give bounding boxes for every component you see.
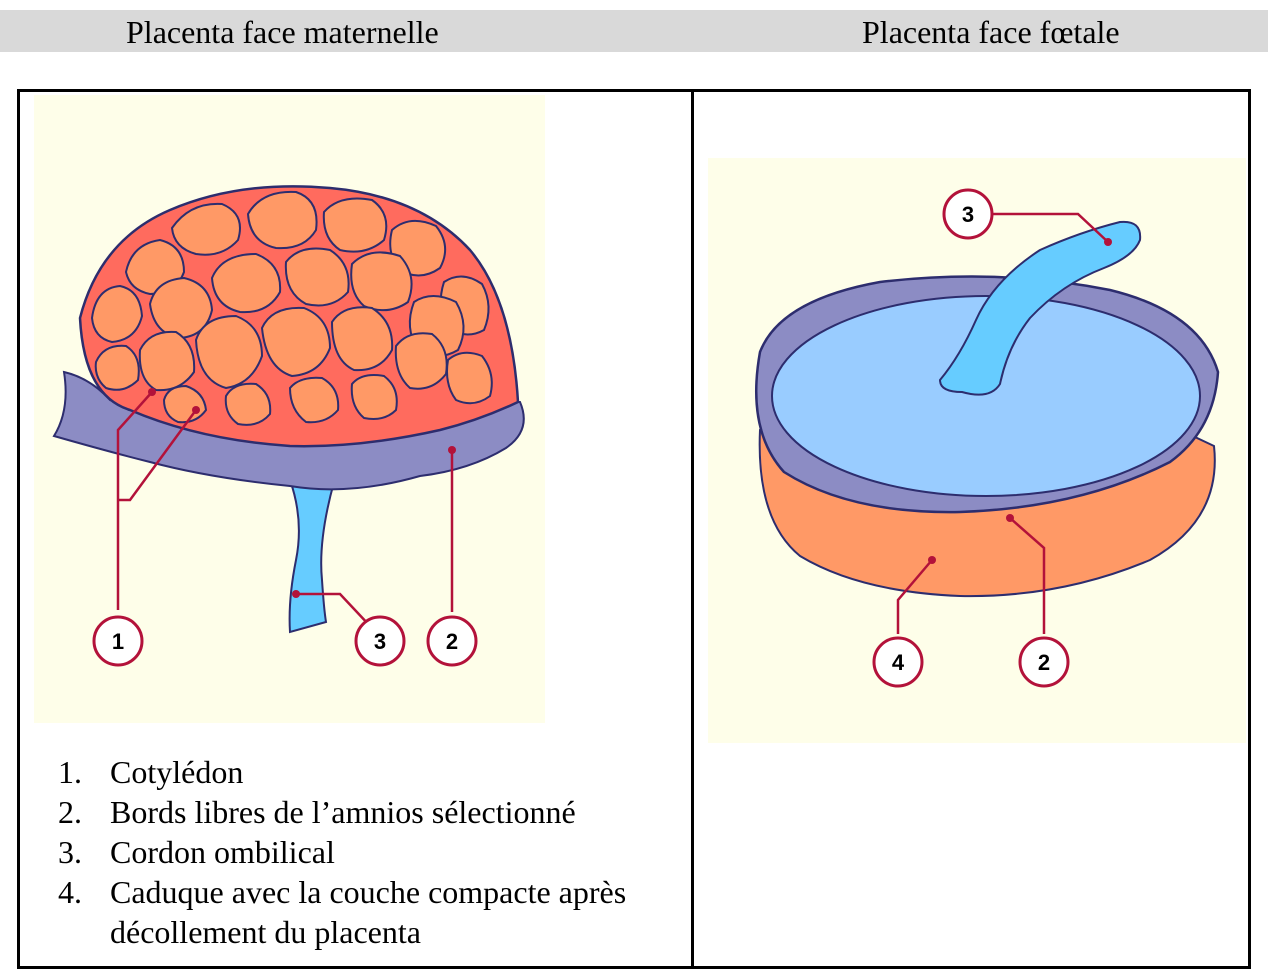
legend-item-number: 2. [58,792,110,832]
legend-item: 1. Cotylédon [58,752,690,792]
legend-item-text: Bords libres de l’amnios sélectionné [110,792,690,832]
umbilical-cord-maternal [290,480,334,632]
legend-list: 1. Cotylédon 2. Bords libres de l’amnios… [58,752,690,952]
callout-label: 4 [892,650,905,675]
legend-item-text: Caduque avec la couche compacte après dé… [110,872,690,952]
callout-label: 3 [374,629,386,654]
legend-item-text: Cordon ombilical [110,832,690,872]
callout-label: 2 [446,629,458,654]
legend-item: 2. Bords libres de l’amnios sélectionné [58,792,690,832]
legend-item-number: 1. [58,752,110,792]
legend-item-text: Cotylédon [110,752,690,792]
legend-item: 4. Caduque avec la couche compacte après… [58,872,690,952]
maternal-face-illustration [54,186,524,632]
callout-label: 1 [112,629,124,654]
legend-item-number: 3. [58,832,110,872]
callout-label: 2 [1038,650,1050,675]
callout-label: 3 [962,202,974,227]
legend-item: 3. Cordon ombilical [58,832,690,872]
legend-item-number: 4. [58,872,110,952]
fetal-face-illustration [756,214,1218,634]
